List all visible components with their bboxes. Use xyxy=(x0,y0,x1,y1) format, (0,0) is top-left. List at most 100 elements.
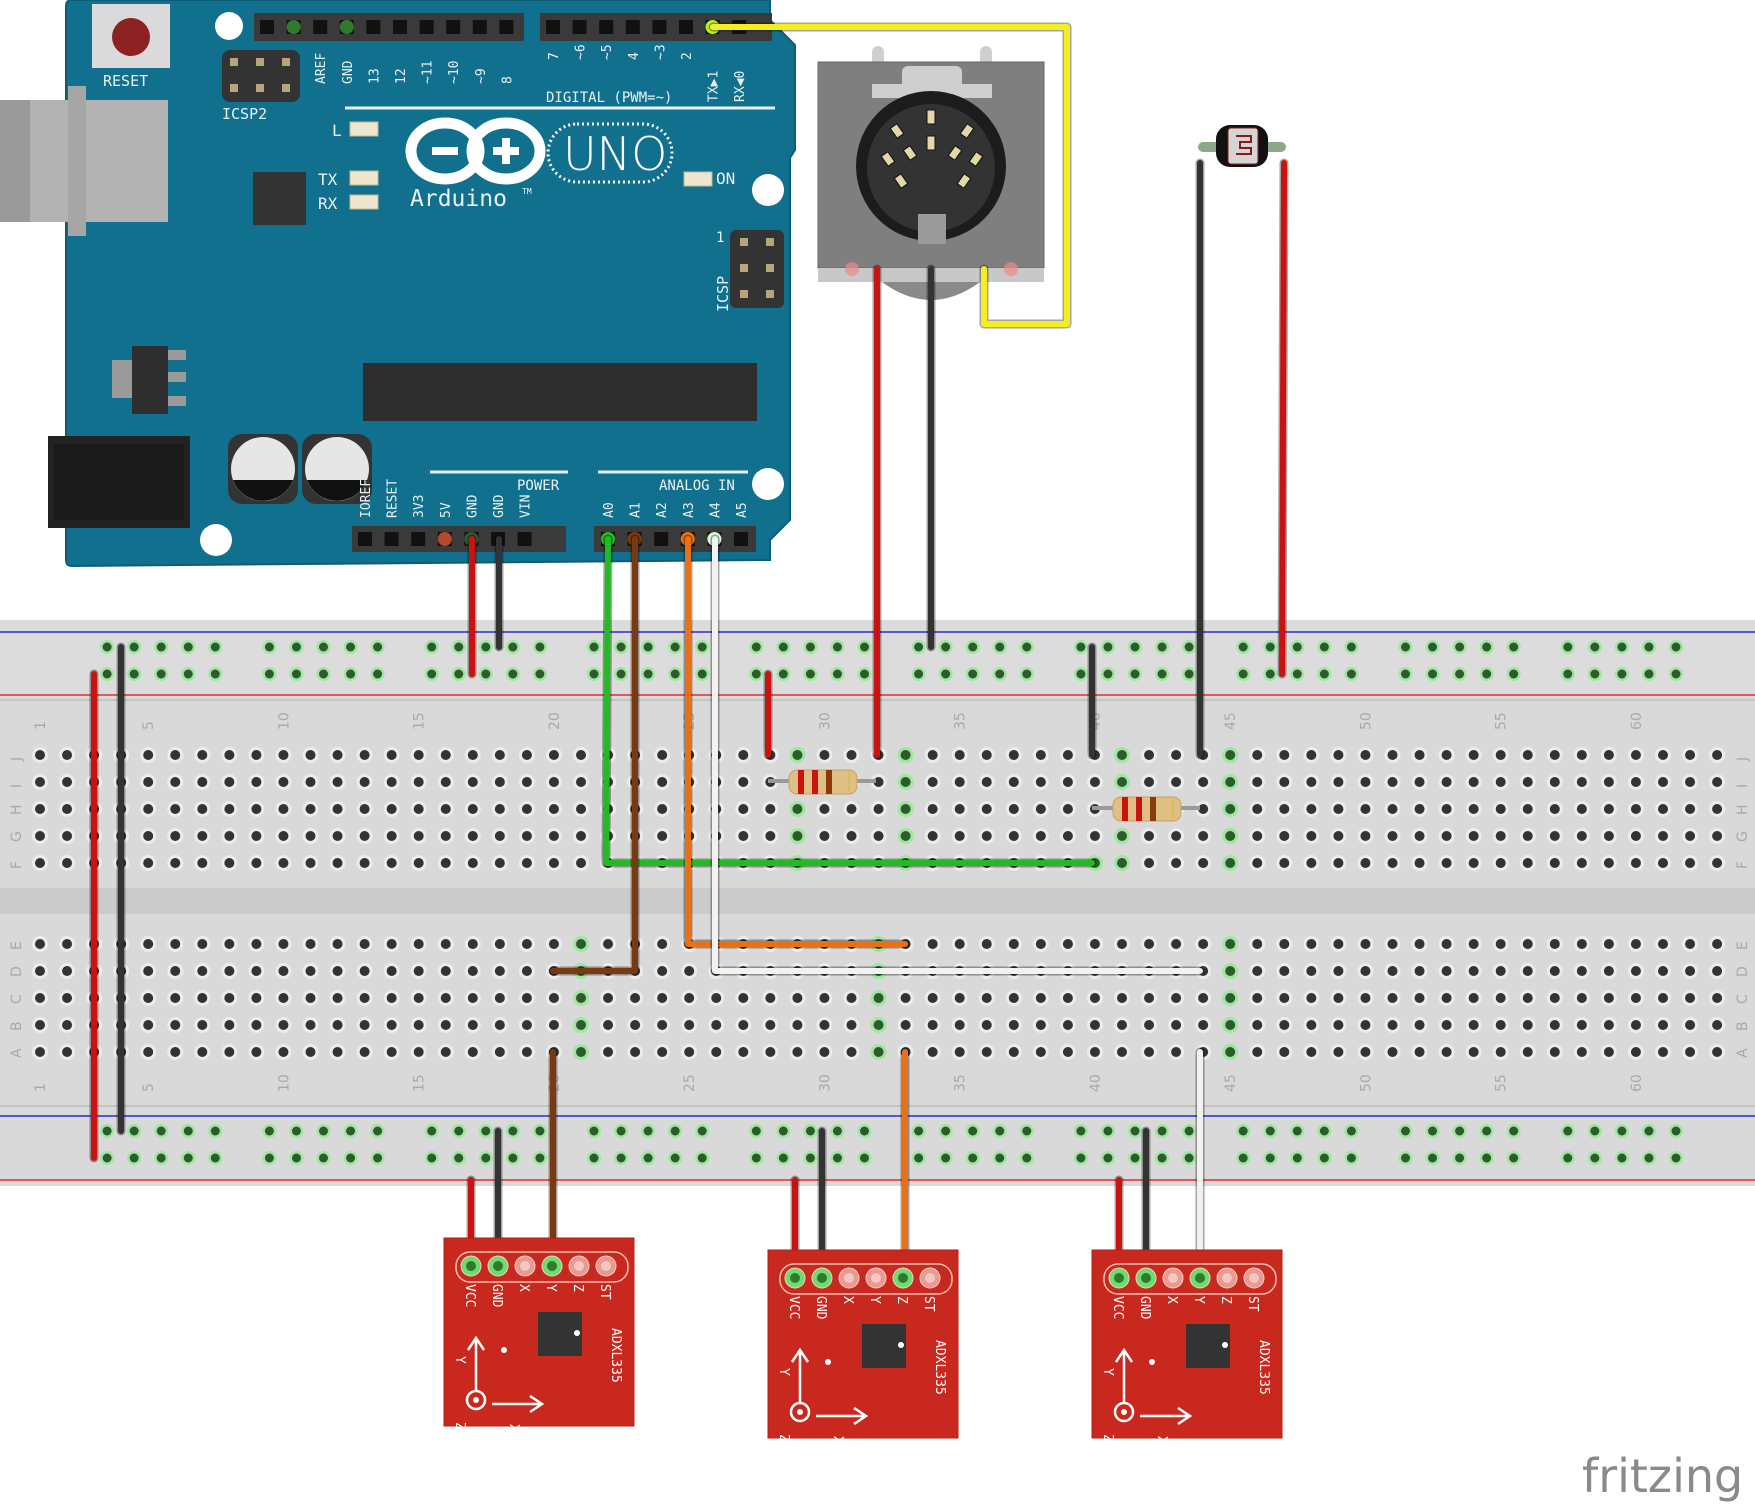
rail-hole-center xyxy=(805,1153,815,1163)
rail-hole-center xyxy=(860,1126,869,1136)
hole-center xyxy=(684,1047,695,1057)
rail-hole-center xyxy=(346,1153,356,1163)
accelerometer-pin-center xyxy=(790,1273,800,1283)
rail-hole-center xyxy=(1292,669,1302,679)
hole-center xyxy=(1225,993,1236,1003)
wire-a4[interactable] xyxy=(712,536,1203,974)
row-label: E xyxy=(1735,941,1751,950)
wire-a0[interactable] xyxy=(603,536,1095,866)
header-pin[interactable] xyxy=(419,20,434,34)
hole-center xyxy=(1603,1047,1614,1057)
hole-center xyxy=(359,750,370,760)
header-pin[interactable] xyxy=(366,20,381,34)
wire-ldr-2[interactable] xyxy=(1279,160,1287,677)
hole-center xyxy=(467,750,478,760)
axis-label: Z xyxy=(452,1422,467,1430)
hole-center xyxy=(792,804,803,814)
hole-center xyxy=(1658,966,1668,976)
axis-label: X xyxy=(506,1424,521,1432)
header-pin[interactable] xyxy=(499,20,514,34)
led-tx-label: TX xyxy=(318,170,338,189)
hole-center xyxy=(1658,831,1668,841)
hole-center xyxy=(576,1020,586,1030)
led-rx xyxy=(349,194,379,210)
header-pin[interactable] xyxy=(411,532,426,546)
wire-a3[interactable] xyxy=(685,536,908,947)
hole-center xyxy=(413,993,424,1003)
analog-header xyxy=(594,526,756,552)
hole-center xyxy=(1333,750,1344,760)
rail-hole-center xyxy=(1157,642,1167,652)
header-pin[interactable] xyxy=(734,532,748,546)
header-pin[interactable] xyxy=(599,20,614,34)
hole-center xyxy=(1576,777,1587,787)
hole-center xyxy=(1279,939,1290,949)
hole-center xyxy=(1306,939,1317,949)
hole-center xyxy=(494,1020,505,1030)
header-pin[interactable] xyxy=(572,20,587,34)
header-pin[interactable] xyxy=(652,20,667,34)
reset-button-cap[interactable] xyxy=(112,18,150,56)
hole-center xyxy=(224,993,235,1003)
hole-center xyxy=(1306,750,1317,760)
header-pin[interactable] xyxy=(358,532,372,546)
z-axis-icon xyxy=(1113,1401,1135,1423)
hole-center xyxy=(1062,804,1073,814)
mounting-hole xyxy=(215,12,243,40)
header-pin-connected xyxy=(339,20,354,34)
hole-center xyxy=(1495,939,1506,949)
hole-center xyxy=(1712,858,1723,868)
hole-center xyxy=(819,831,830,841)
rail-hole-center xyxy=(183,1126,193,1136)
hole-center xyxy=(1008,804,1019,814)
row-label: I xyxy=(9,784,25,788)
header-pin[interactable] xyxy=(472,20,487,34)
rail-hole-center xyxy=(968,1153,978,1163)
hole-center xyxy=(1198,993,1209,1003)
column-number-label: 5 xyxy=(141,721,157,730)
axis-label: Z xyxy=(1100,1434,1115,1442)
hole-center xyxy=(1225,1020,1236,1030)
rail-hole-center xyxy=(183,642,193,652)
header-pin[interactable] xyxy=(260,20,274,34)
wire-a1[interactable] xyxy=(550,536,638,974)
wire-tx[interactable] xyxy=(710,24,1070,327)
hole-center xyxy=(1522,831,1533,841)
rail-hole-center xyxy=(210,1126,220,1136)
hole-center xyxy=(1549,939,1560,949)
hole-center xyxy=(1062,777,1073,787)
hole-center xyxy=(305,1020,316,1030)
header-pin[interactable] xyxy=(384,532,399,546)
hole-center xyxy=(1630,777,1641,787)
rail-hole-center xyxy=(1563,642,1573,652)
rail-hole-center xyxy=(805,642,815,652)
header-pin[interactable] xyxy=(679,20,693,34)
hole-center xyxy=(251,858,262,868)
row-label: J xyxy=(9,757,25,762)
header-pin[interactable] xyxy=(654,532,669,546)
header-pin[interactable] xyxy=(625,20,640,34)
hole-center xyxy=(657,939,668,949)
rail-hole-center xyxy=(291,669,301,679)
hole-center xyxy=(143,1020,154,1030)
header-pin[interactable] xyxy=(393,20,407,34)
header-pin[interactable] xyxy=(313,20,328,34)
rail-hole-center xyxy=(1103,642,1113,652)
hole-center xyxy=(576,1047,586,1057)
digital-pin-label: 7 xyxy=(547,52,562,60)
hole-center xyxy=(1414,1047,1425,1057)
header-pin[interactable] xyxy=(546,20,560,34)
hole-center xyxy=(62,1020,73,1030)
hole-center xyxy=(1495,858,1506,868)
column-number-label: 50 xyxy=(1358,712,1374,730)
header-pin[interactable] xyxy=(446,20,461,34)
rail-hole-center xyxy=(1022,669,1032,679)
header-pin[interactable] xyxy=(517,532,532,546)
hole-center xyxy=(1712,993,1723,1003)
hole-center xyxy=(738,831,749,841)
hole-center xyxy=(576,804,586,814)
hole-center xyxy=(1630,1020,1641,1030)
rail-hole-center xyxy=(1590,669,1600,679)
hole-center xyxy=(1387,777,1398,787)
hole-center xyxy=(1333,858,1344,868)
